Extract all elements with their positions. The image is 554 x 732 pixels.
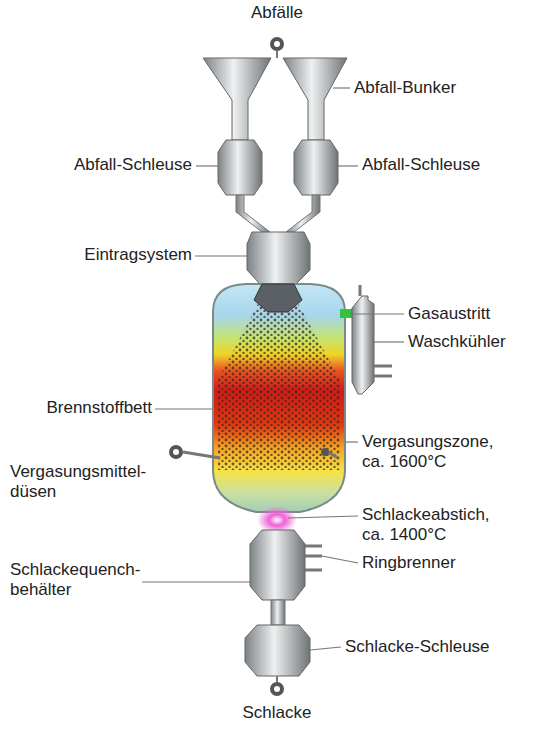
part-label: Ringbrenner <box>362 553 532 573</box>
part-label: Brennstoffbett <box>8 398 152 418</box>
part-label: Eintragsystem <box>8 245 192 265</box>
part-label: Abfall-Schleuse <box>8 155 192 175</box>
part-label: Gasaustritt <box>408 304 548 324</box>
part-label: Waschkühler <box>408 332 548 352</box>
part-label: Schlacke-Schleuse <box>345 637 545 657</box>
part-label: Schlackequench- behälter <box>10 560 152 599</box>
part-label: Vergasungsmittel- düsen <box>10 462 160 501</box>
part-label: Vergasungszone, ca. 1600°C <box>362 432 504 471</box>
part-label: Abfall-Bunker <box>354 78 524 98</box>
part-label: Schlackeabstich, ca. 1400°C <box>362 505 504 544</box>
part-label: Abfälle <box>227 3 327 23</box>
part-label: Abfall-Schleuse <box>362 155 532 175</box>
part-label: Schlacke <box>227 703 327 723</box>
